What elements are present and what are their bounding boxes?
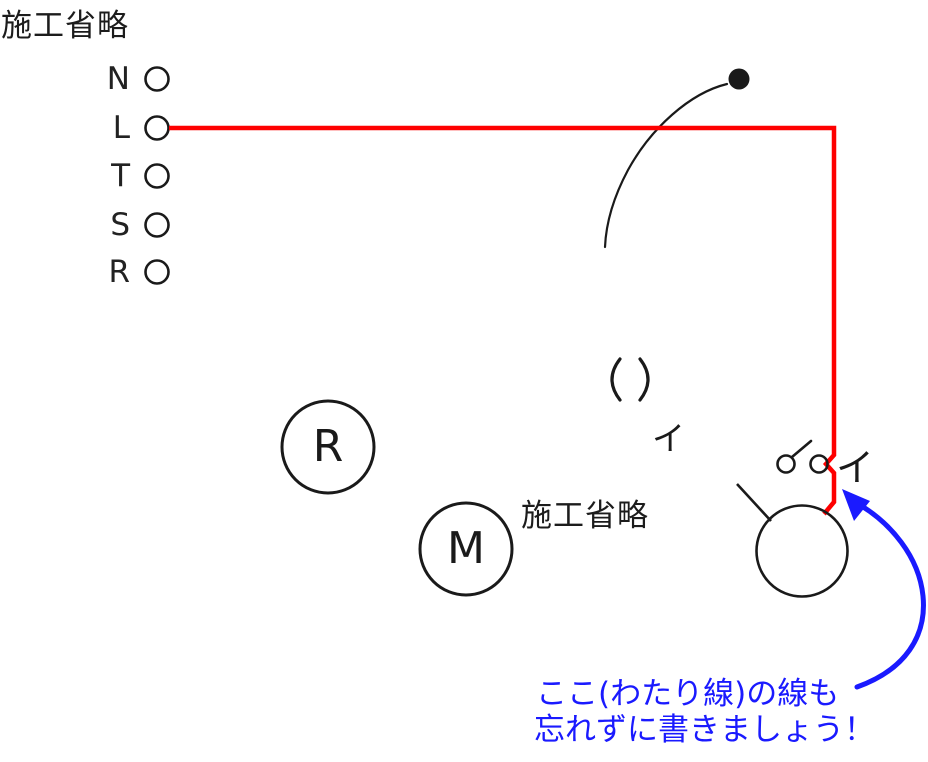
motor-letter: M — [447, 523, 485, 574]
annotation-text-line1: ここ(わたり線)の線も — [536, 676, 840, 712]
switch-terminal-right — [809, 454, 829, 474]
motor-symbol-circle — [418, 501, 514, 597]
terminal-label-L: L — [112, 110, 130, 146]
lamp-stem-line — [736, 483, 772, 522]
receptacle-letter: R — [312, 421, 344, 472]
ceiling-circuit-label: イ — [652, 419, 685, 458]
terminal-label-T: T — [111, 158, 130, 194]
terminal-label-R: R — [108, 254, 130, 290]
omitted-section-label-middle: 施工省略 — [521, 498, 649, 534]
annotation-arrow-shaft — [854, 502, 926, 690]
switch-circuit-label: イ — [836, 446, 875, 490]
ceiling-rosette-right-paren — [638, 357, 650, 402]
switch-blade — [790, 439, 813, 459]
ceiling-rosette-left-paren — [610, 357, 622, 402]
terminal-circle-N — [144, 66, 170, 92]
terminal-circle-R — [144, 259, 170, 285]
terminal-circle-T — [144, 163, 170, 189]
omitted-section-label-top: 施工省略 — [1, 8, 129, 44]
annotation-arrowhead — [842, 489, 870, 521]
terminal-label-N: N — [106, 61, 130, 97]
receptacle-symbol-circle — [280, 399, 376, 495]
terminal-circle-L — [144, 115, 170, 141]
switch-terminal-left — [776, 454, 796, 474]
terminal-circle-S — [144, 212, 170, 238]
annotation-text-line2: 忘れずに書きましょう！ — [534, 712, 875, 748]
lamp-symbol-circle — [755, 504, 849, 598]
hand-drawn-wire-curve — [603, 82, 729, 249]
live-wire-red — [169, 125, 837, 516]
terminal-label-S: S — [110, 207, 130, 243]
wire-end-dot — [728, 68, 750, 90]
